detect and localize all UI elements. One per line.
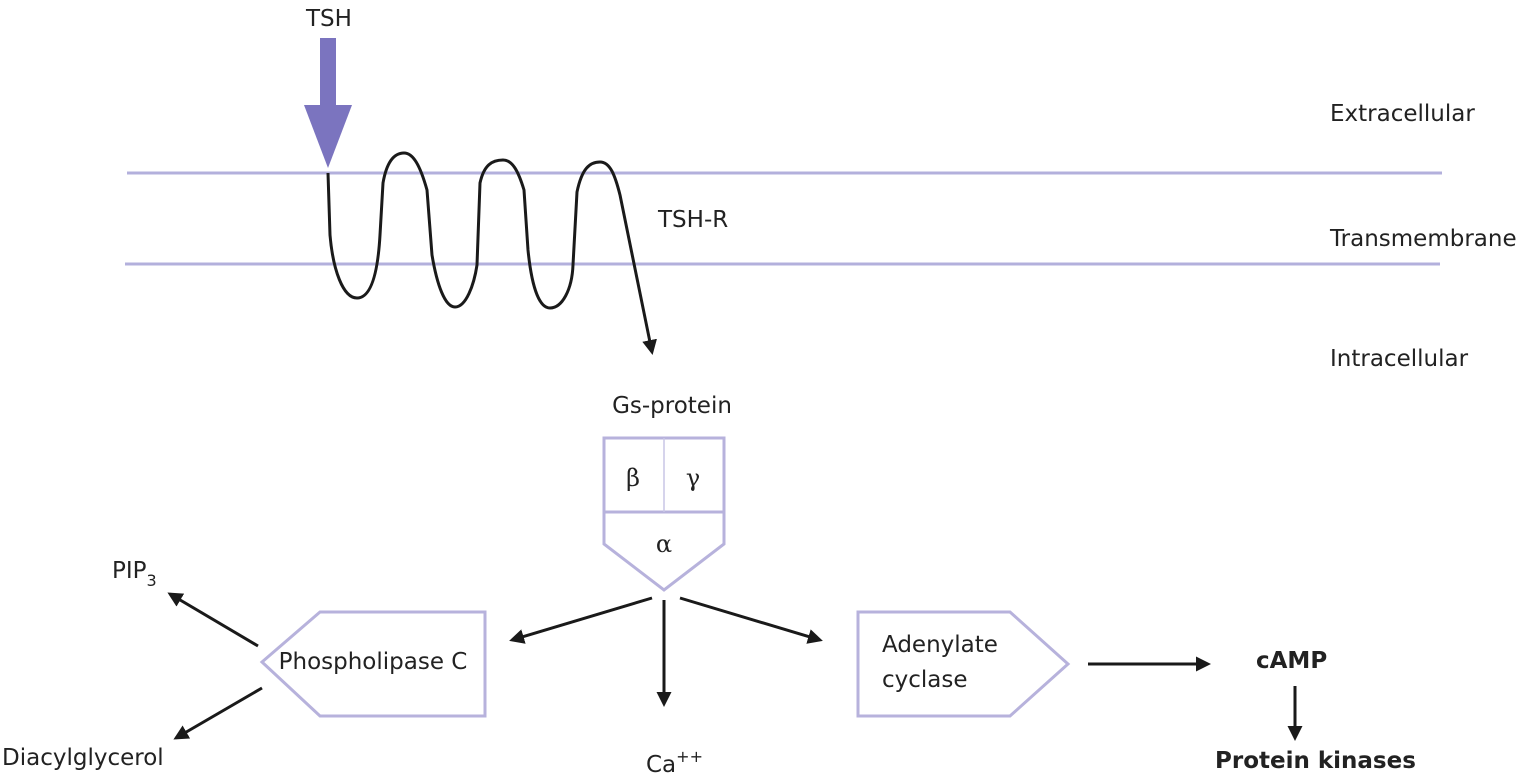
intracellular-label: Intracellular [1330,346,1469,372]
adenylate-label-1: Adenylate [882,632,998,658]
phospholipase-c-box: Phospholipase C [259,610,487,718]
tsh-label: TSH [305,6,352,32]
transmembrane-label: Transmembrane [1329,226,1517,252]
arrow-to-phospholipase [509,596,653,644]
tsh-receptor-coil [326,151,657,355]
g-protein-complex: β γ α [602,436,726,592]
adenylate-cyclase-box: Adenylate cyclase [856,610,1071,718]
protein-kinases-label: Protein kinases [1215,748,1416,774]
pip3-label: PIP3 [112,558,157,590]
extracellular-label: Extracellular [1330,101,1475,127]
arrow-to-adenylate [679,596,823,644]
arrow-to-diacylglycerol [173,686,263,740]
receptor-label: TSH-R [657,207,728,233]
beta-subunit: β [626,464,640,492]
alpha-subunit: α [656,530,672,558]
g-protein-label: Gs-protein [612,393,732,419]
camp-label: cAMP [1256,648,1327,674]
adenylate-label-2: cyclase [882,667,968,693]
diacylglycerol-label: Diacylglycerol [2,745,164,771]
phospholipase-label: Phospholipase C [279,649,468,675]
tsh-arrow-icon [304,38,352,168]
gamma-subunit: γ [686,464,700,492]
calcium-label: Ca++ [646,747,703,778]
arrow-to-pip3 [167,592,259,648]
